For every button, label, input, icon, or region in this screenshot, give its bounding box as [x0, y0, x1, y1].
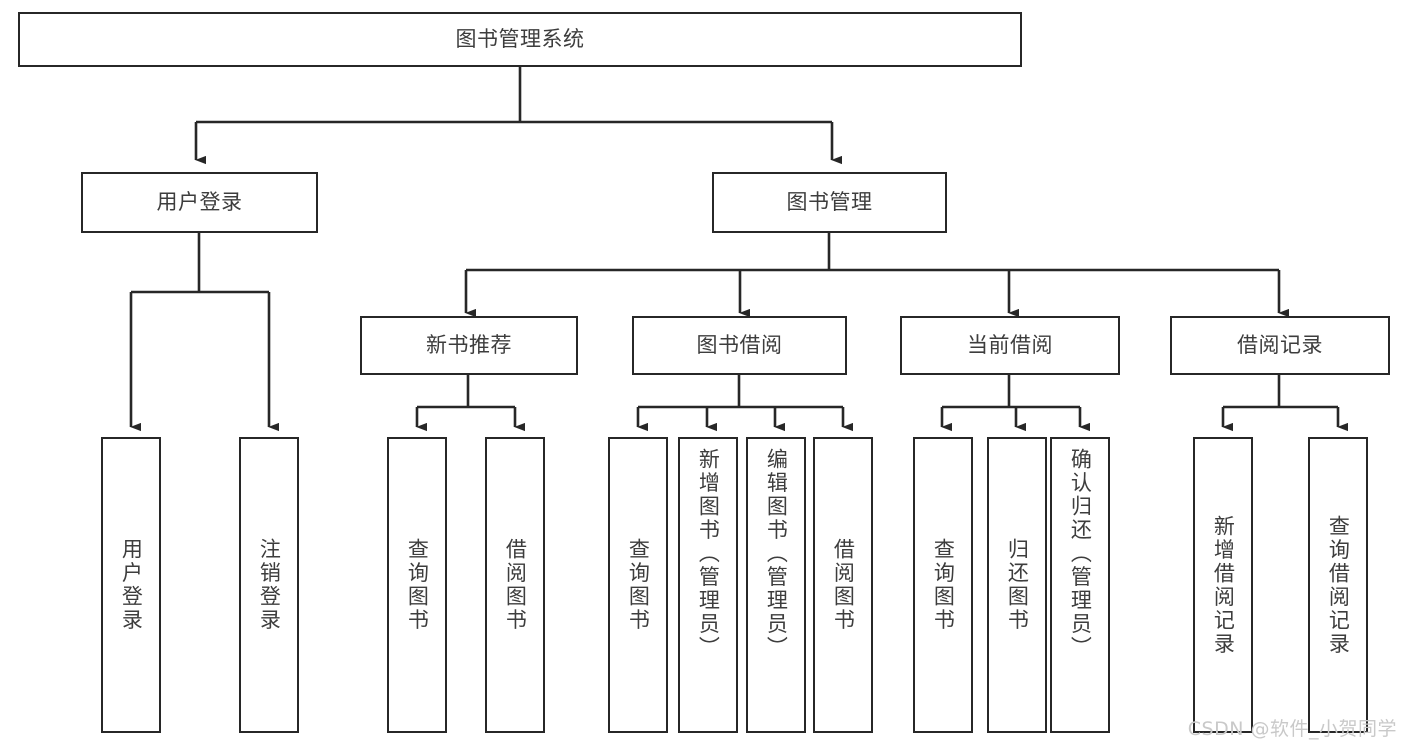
node-leaf-edit-book[interactable]: 编辑图书（管理员） — [746, 437, 806, 733]
node-label: 图书管理 — [786, 190, 873, 215]
node-leaf-borrow-book[interactable]: 借阅图书 — [813, 437, 873, 733]
node-root-system[interactable]: 图书管理系统 — [18, 12, 1022, 67]
node-leaf-query-book-borrow[interactable]: 查询图书 — [608, 437, 668, 733]
node-leaf-add-book[interactable]: 新增图书（管理员） — [678, 437, 738, 733]
node-current-borrow[interactable]: 当前借阅 — [900, 316, 1120, 375]
node-leaf-logout-login[interactable]: 注销登录 — [239, 437, 299, 733]
node-label: 新增借阅记录 — [1211, 514, 1236, 656]
node-label: 借阅图书 — [831, 538, 856, 632]
node-leaf-query-book-cur[interactable]: 查询图书 — [913, 437, 973, 733]
node-label: 新书推荐 — [426, 333, 512, 358]
node-label: 当前借阅 — [967, 333, 1053, 358]
node-leaf-user-login[interactable]: 用户登录 — [101, 437, 161, 733]
node-label: 查询图书 — [931, 538, 956, 632]
node-label: 编辑图书（管理员） — [764, 448, 789, 660]
node-borrow-record[interactable]: 借阅记录 — [1170, 316, 1390, 375]
node-book-manage[interactable]: 图书管理 — [712, 172, 947, 233]
node-label: 新增图书（管理员） — [696, 448, 721, 660]
node-label: 查询图书 — [626, 538, 651, 632]
node-leaf-query-book-rec[interactable]: 查询图书 — [387, 437, 447, 733]
node-label: 确认归还（管理员） — [1068, 448, 1093, 660]
node-label: 借阅图书 — [503, 538, 528, 632]
node-leaf-return-book[interactable]: 归还图书 — [987, 437, 1047, 733]
node-leaf-confirm-return[interactable]: 确认归还（管理员） — [1050, 437, 1110, 733]
node-label: 借阅记录 — [1237, 333, 1323, 358]
node-leaf-borrow-book-rec[interactable]: 借阅图书 — [485, 437, 545, 733]
node-label: 图书管理系统 — [455, 27, 585, 52]
node-user-login[interactable]: 用户登录 — [81, 172, 318, 233]
node-new-book-recommend[interactable]: 新书推荐 — [360, 316, 578, 375]
node-leaf-add-record[interactable]: 新增借阅记录 — [1193, 437, 1253, 733]
node-book-borrow[interactable]: 图书借阅 — [632, 316, 847, 375]
node-label: 图书借阅 — [696, 333, 783, 358]
node-label: 归还图书 — [1005, 538, 1030, 632]
node-label: 用户登录 — [119, 538, 144, 632]
node-label: 查询图书 — [405, 538, 430, 632]
node-leaf-query-record[interactable]: 查询借阅记录 — [1308, 437, 1368, 733]
node-label: 用户登录 — [156, 190, 243, 215]
node-label: 注销登录 — [257, 538, 282, 632]
csdn-watermark: CSDN @软件_小贺同学 — [1187, 718, 1397, 740]
node-label: 查询借阅记录 — [1326, 514, 1351, 656]
